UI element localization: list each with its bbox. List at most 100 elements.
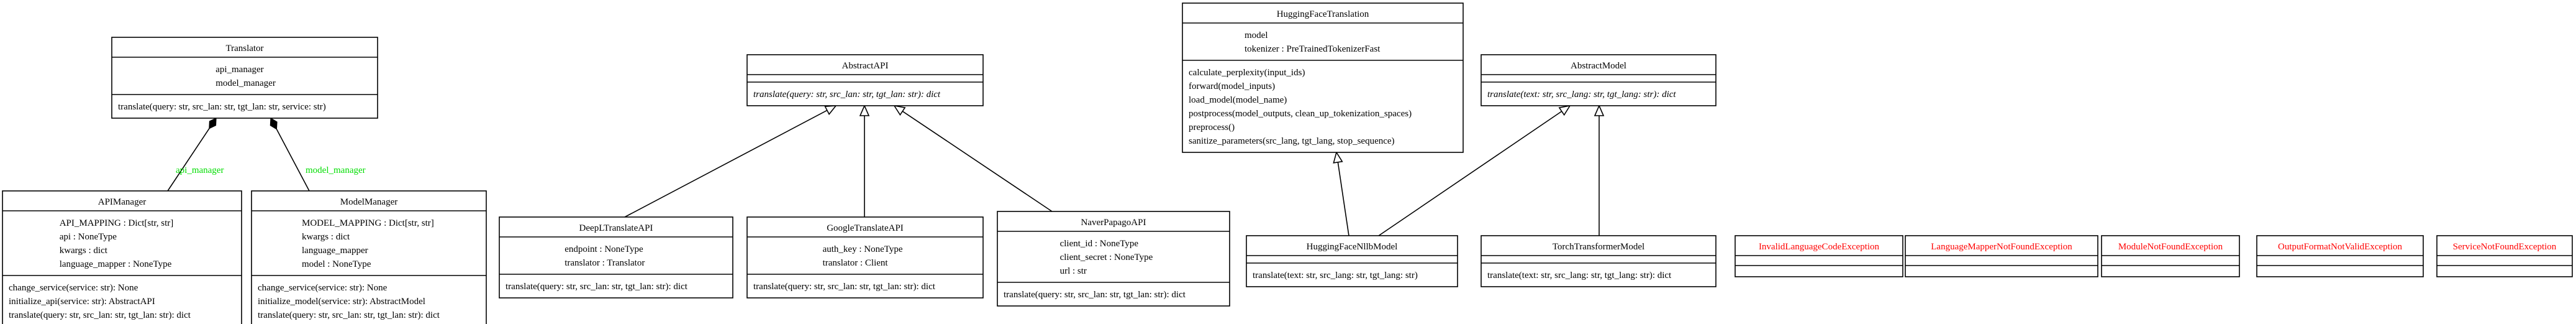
composition-edge [167,128,210,192]
class-box [1182,2,1464,153]
class-box [1246,235,1458,287]
class-method: calculate_perplexity(input_ids) [1189,68,1305,78]
class-attribute: url : str [1060,266,1087,276]
class-attribute: translator : Client [823,258,889,268]
class-name: AbstractAPI [842,61,889,71]
class-method: translate(text: str, src_lang: str, tgt_… [1487,90,1676,100]
class-method: translate(query: str, src_lan: str, tgt_… [506,282,688,292]
class-attribute: endpoint : NoneType [565,244,643,254]
class-abstract-model[interactable]: AbstractModel translate(text: str, src_la… [1481,54,1717,106]
class-method: forward(model_inputs) [1189,81,1275,91]
class-attribute: api : NoneType [60,232,117,242]
class-box [499,216,733,299]
class-method: sanitize_parameters(src_lang, tgt_lang, … [1189,136,1395,146]
inheritance-edge [902,111,1053,212]
class-attribute: model : NoneType [302,259,371,269]
class-attribute: auth_key : NoneType [823,244,903,254]
class-method: preprocess() [1189,123,1235,132]
inheritance-arrowhead [824,105,837,116]
class-method: translate(text: str, src_lang: str, tgt_… [1487,271,1672,280]
class-attribute: client_id : NoneType [1060,239,1139,249]
class-box [1481,235,1717,287]
class-attribute: model_manager [215,78,276,88]
class-name: GoogleTranslateAPI [827,223,904,233]
class-attribute: translator : Translator [565,258,645,268]
class-box [997,211,1230,307]
composition-diamond [209,118,217,129]
class-naver-papago-api[interactable]: NaverPapagoAPI client_id : NoneType client… [997,211,1230,307]
class-hugging-face-translation[interactable]: HuggingFaceTranslation model tokenizer : P… [1182,2,1464,153]
exception-name: LanguageMapperNotFoundException [1931,242,2072,252]
exception-class[interactable]: OutputFormatNotValidException [2256,235,2424,277]
class-box [2,190,242,324]
class-method: change_service(service: str): None [258,283,388,293]
class-box [251,190,487,324]
class-method: translate(query: str, src_lan: str, tgt_… [753,90,941,100]
exception-name: InvalidLanguageCodeException [1759,242,1880,252]
class-name: TorchTransformerModel [1553,242,1644,252]
class-attribute: tokenizer : PreTrainedTokenizerFast [1245,44,1381,54]
inheritance-arrowhead [1558,104,1571,116]
inheritance-arrowhead [1333,151,1343,164]
class-name: ModelManager [340,197,397,207]
class-deepl-translate-api[interactable]: DeepLTranslateAPI endpoint : NoneType tran… [499,216,733,299]
composition-edge [276,129,310,192]
class-hugging-face-nllb-model[interactable]: HuggingFaceNllbModel translate(text: str,… [1246,235,1458,287]
inheritance-edge [1337,162,1349,236]
class-method: translate(query: str, src_lan: str, tgt_… [258,310,440,320]
class-attribute: API_MAPPING : Dict[str, str] [60,218,174,228]
class-attribute: kwargs : dict [302,232,350,242]
inheritance-arrowhead [859,104,870,116]
association-label: api_manager [176,165,224,175]
class-name: HuggingFaceTranslation [1277,9,1369,19]
class-box [746,216,984,299]
relationship-edges: api_manager model_manager [167,104,1605,236]
class-box [111,37,378,119]
exception-box [1735,235,1903,277]
class-attribute: model [1245,30,1268,40]
class-torch-transformer-model[interactable]: TorchTransformerModel translate(text: str… [1481,235,1717,287]
exception-box [2436,235,2573,277]
inheritance-edge [1378,111,1562,236]
exception-name: ModuleNotFoundException [2118,242,2223,252]
exception-class[interactable]: LanguageMapperNotFoundException [1905,235,2098,277]
composition-diamond [270,117,278,130]
class-method: translate(query: str, src_lan: str, tgt_… [1004,290,1186,300]
class-attribute: MODEL_MAPPING : Dict[str, str] [302,218,434,228]
exception-class[interactable]: ModuleNotFoundException [2101,235,2240,277]
class-translator[interactable]: Translatorapi_managermodel_managertransl… [111,37,378,119]
class-attribute: kwargs : dict [60,246,108,256]
exception-class[interactable]: ServiceNotFoundException [2436,235,2573,277]
association-label: model_manager [306,165,366,175]
class-method: translate(query: str, src_lan: str, tgt_… [753,282,936,292]
class-attribute: client_secret : NoneType [1060,252,1153,262]
class-name: DeepLTranslateAPI [579,223,653,233]
class-name: APIManager [98,197,146,207]
class-abstract-api[interactable]: AbstractAPI translate(query: str, src_lan… [746,54,984,106]
class-method: load_model(model_name) [1189,95,1287,105]
class-method: postprocess(model_outputs, clean_up_toke… [1189,109,1412,119]
exception-name: OutputFormatNotValidException [2278,242,2402,252]
class-name: NaverPapagoAPI [1081,218,1146,228]
class-box [1481,54,1717,106]
class-attribute: language_mapper : NoneType [60,259,172,269]
class-box [746,54,984,106]
exception-class[interactable]: InvalidLanguageCodeException [1735,235,1903,277]
class-method: initialize_model(service: str): Abstract… [258,297,425,307]
exception-box [1905,235,2098,277]
class-method: translate(text: str, src_lang: str, tgt_… [1253,271,1418,280]
class-name: HuggingFaceNllbModel [1307,242,1398,252]
class-method: translate(query: str, src_lan: str, tgt_… [9,310,191,320]
exception-box [2101,235,2240,277]
inheritance-edge [624,109,828,218]
class-method: change_service(service: str): None [9,283,138,293]
class-name: AbstractModel [1571,61,1626,71]
class-method: translate(query: str, src_lan: str, tgt_… [118,102,326,112]
class-google-translate-api[interactable]: GoogleTranslateAPI auth_key : NoneType tra… [746,216,984,299]
class-attribute: language_mapper [302,246,368,256]
inheritance-arrowhead [1594,104,1605,116]
